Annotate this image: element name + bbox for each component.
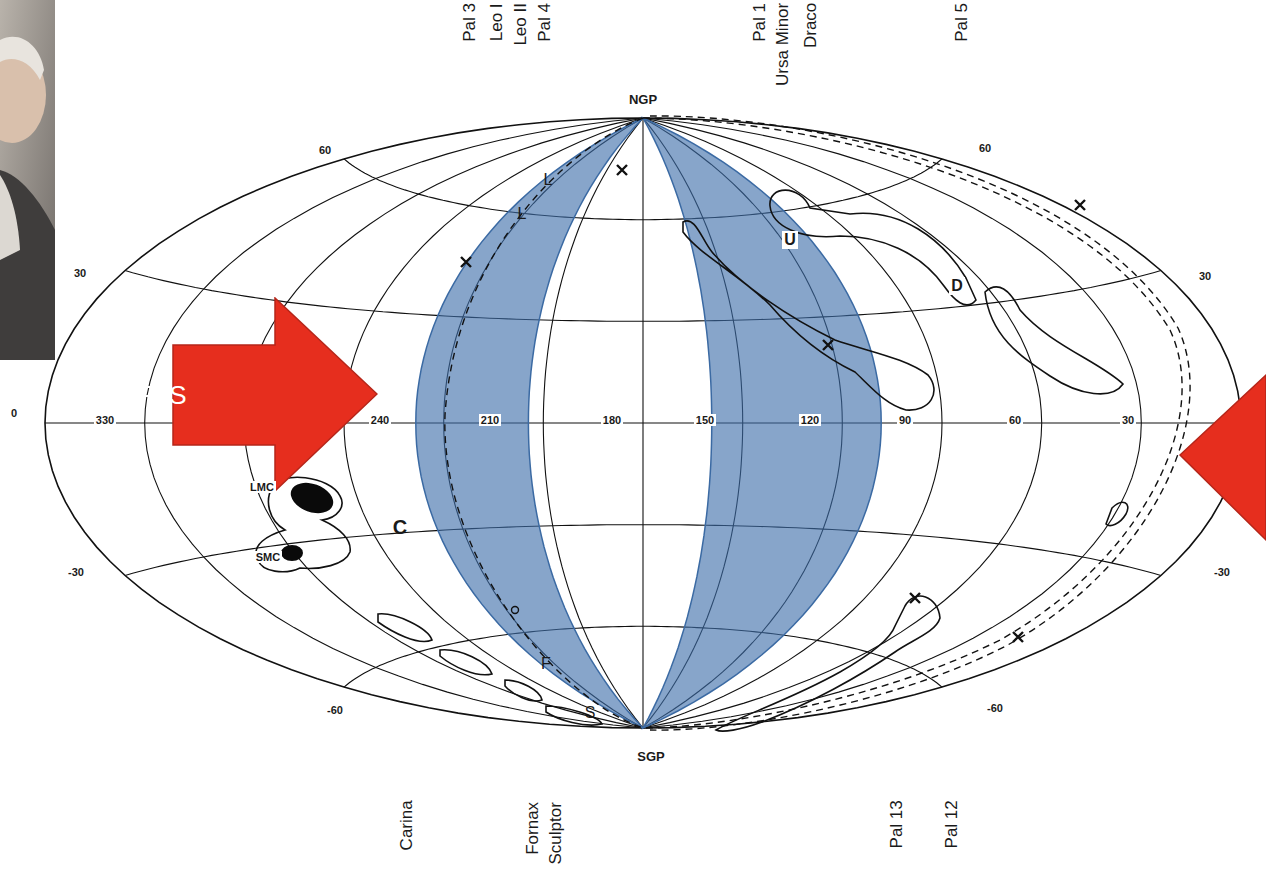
map-letter: C (393, 516, 407, 538)
map-letter: L (544, 171, 553, 189)
magellanic-clouds (281, 477, 337, 561)
latitude-label: 60 (977, 142, 993, 154)
map-letter: F (541, 655, 551, 673)
pole-label: SGP (637, 750, 664, 764)
longitude-label: 150 (694, 414, 716, 426)
object-name: Pal 3 (461, 3, 480, 42)
longitude-label: 90 (897, 414, 913, 426)
latitude-label: -30 (1212, 566, 1232, 578)
latitude-label: -30 (66, 566, 86, 578)
object-name: Fornax (524, 802, 543, 855)
map-letter: U (782, 231, 798, 249)
cloud-label: SMC (254, 551, 282, 563)
stream-contours (256, 190, 1128, 731)
latitude-label: -60 (985, 702, 1005, 714)
map-letter: D (949, 277, 965, 295)
arrow-callout: FLS (172, 297, 378, 492)
pole-label: NGP (627, 93, 659, 107)
cloud-label: LMC (248, 481, 276, 493)
map-letter: S (585, 704, 596, 722)
object-name: Pal 1 (751, 3, 770, 42)
object-name: Pal 13 (888, 800, 907, 848)
parallel-line (125, 525, 1161, 576)
latitude-label: 30 (72, 267, 88, 279)
longitude-label: 210 (479, 414, 501, 426)
latitude-label: 0 (9, 407, 19, 419)
portrait-photo (0, 0, 55, 360)
longitude-label: 60 (1007, 414, 1023, 426)
object-name: Draco (803, 3, 822, 48)
map-letter: L (518, 205, 527, 223)
longitude-label: 30 (1120, 414, 1136, 426)
longitude-label: 240 (369, 414, 391, 426)
object-name: Leo I (488, 3, 507, 41)
object-name: Pal 12 (943, 800, 962, 848)
map-boundary (45, 118, 1241, 728)
latitude-label: 60 (317, 144, 333, 156)
parallel-line (344, 159, 942, 220)
object-name: Sculptor (547, 802, 566, 864)
object-name: Pal 5 (953, 3, 972, 42)
arrow-label: FLS (139, 380, 187, 411)
latitude-label: -60 (325, 704, 345, 716)
great-circle-paths (445, 116, 1190, 730)
object-name: Pal 4 (536, 3, 555, 42)
highlight-band (416, 118, 643, 728)
object-name: Leo II (512, 3, 531, 46)
coordinate-grid (45, 118, 1241, 728)
longitude-label: 180 (601, 414, 623, 426)
highlight-band (643, 118, 881, 728)
pointer-arrow (1180, 375, 1266, 540)
object-name: Ursa Minor (775, 3, 794, 86)
longitude-label: 330 (94, 414, 116, 426)
longitude-label: 120 (799, 414, 821, 426)
highlight-bands (416, 118, 881, 728)
arrow-fill (173, 298, 377, 491)
object-name: Carina (398, 800, 417, 850)
satellite-markers (461, 165, 1085, 642)
latitude-label: 30 (1197, 270, 1213, 282)
arrow-shape (172, 297, 378, 492)
